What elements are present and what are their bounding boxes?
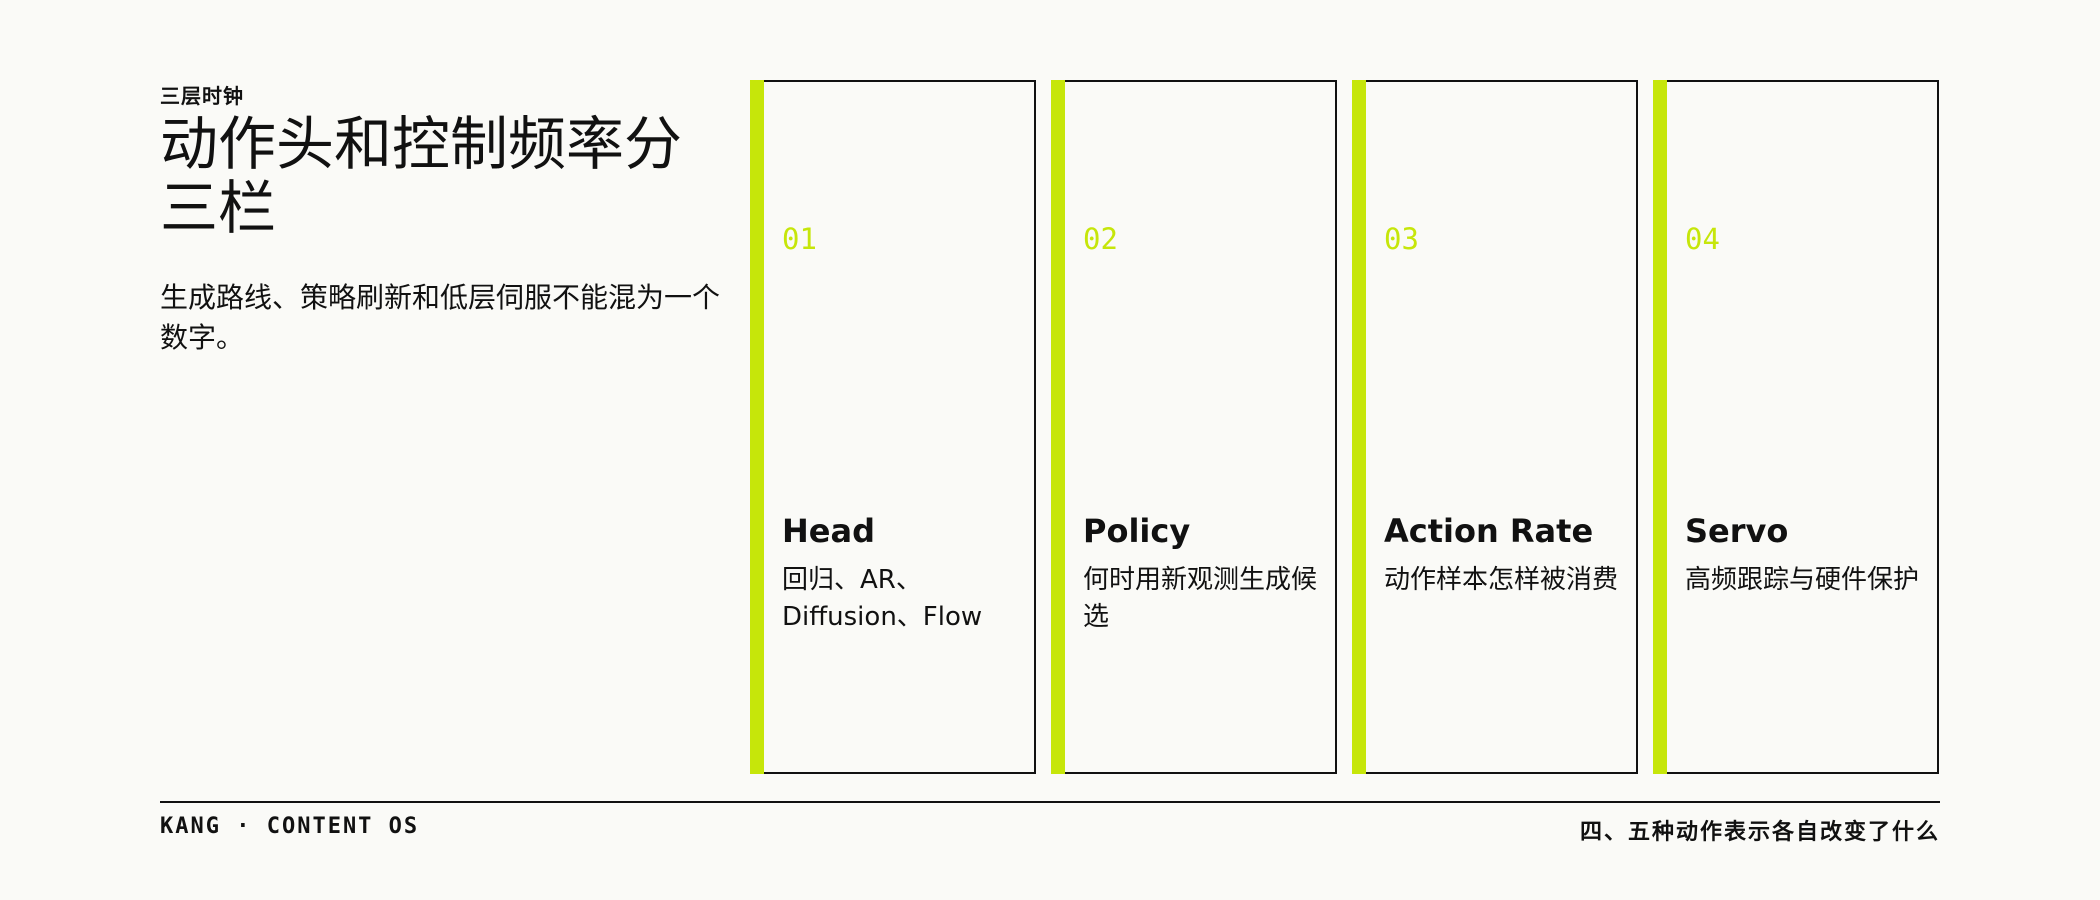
card-servo: 04 Servo 高频跟踪与硬件保护 <box>1653 80 1939 774</box>
eyebrow-label: 三层时钟 <box>160 84 244 108</box>
card-policy: 02 Policy 何时用新观测生成候选 <box>1051 80 1337 774</box>
footer-divider <box>160 801 1940 803</box>
card-number: 02 <box>1083 222 1118 256</box>
footer-section-title: 四、五种动作表示各自改变了什么 <box>1579 820 1940 845</box>
card-action-rate: 03 Action Rate 动作样本怎样被消费 <box>1352 80 1638 774</box>
lede-text: 生成路线、策略刷新和低层伺服不能混为一个数字。 <box>160 281 721 354</box>
card-number: 01 <box>782 222 817 256</box>
card-description: 高频跟踪与硬件保护 <box>1685 565 1920 595</box>
card-number: 04 <box>1685 222 1720 256</box>
card-number: 03 <box>1384 222 1419 256</box>
card-title: Servo <box>1685 512 1789 550</box>
page-title: 动作头和控制频率分三栏 <box>160 110 683 242</box>
footer-brand: KANG · CONTENT OS <box>160 814 420 839</box>
card-head: 01 Head 回归、AR、Diffusion、Flow <box>750 80 1036 774</box>
card-description: 何时用新观测生成候选 <box>1083 565 1318 632</box>
card-title: Head <box>782 512 875 550</box>
card-title: Policy <box>1083 512 1191 550</box>
card-description: 回归、AR、Diffusion、Flow <box>782 565 983 632</box>
card-description: 动作样本怎样被消费 <box>1384 565 1619 595</box>
card-title: Action Rate <box>1384 512 1594 550</box>
